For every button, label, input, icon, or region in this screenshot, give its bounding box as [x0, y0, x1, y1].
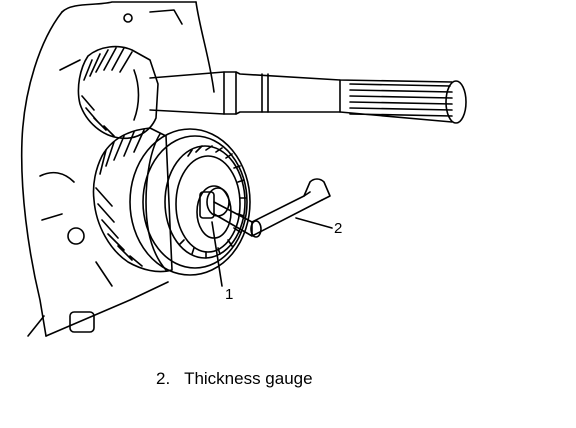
hub-collar: [196, 185, 232, 239]
callout-1-leader: [211, 221, 223, 287]
upper-helical-gear: [77, 45, 159, 140]
caption-text: Thickness gauge: [184, 369, 313, 388]
callout-2-leader: [295, 217, 333, 229]
figure-caption: 2. Thickness gauge: [156, 369, 313, 389]
callout-1-label: 1: [225, 286, 233, 303]
large-helical-gear: [92, 127, 173, 273]
callout-2-label: 2: [334, 220, 342, 237]
synchronizer-ring: [129, 128, 251, 276]
thickness-gauge: [213, 178, 331, 238]
caption-number: 2.: [156, 369, 171, 388]
hub-gear: [175, 145, 247, 259]
main-shaft: [149, 71, 467, 124]
transmission-case: [20, 1, 215, 337]
